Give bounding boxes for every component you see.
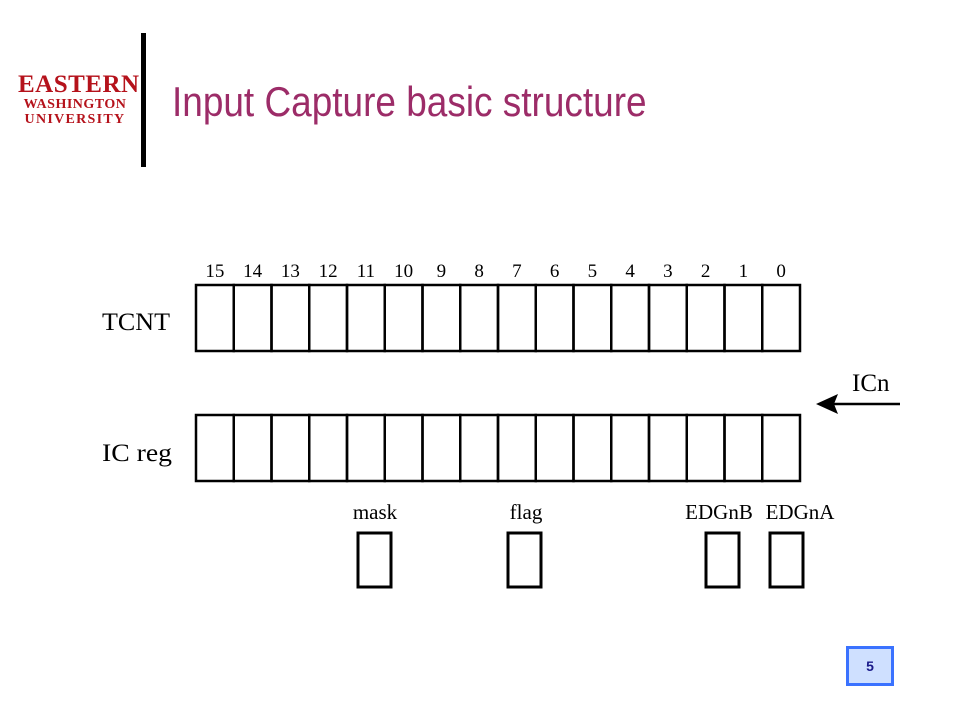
icreg-bit-15 (194, 413, 235, 483)
tcnt-bit-5 (572, 283, 613, 353)
bit-number-9: 9 (437, 261, 447, 282)
icreg-bit-11 (345, 413, 386, 483)
tcnt-bit-10 (383, 283, 424, 353)
bit-number-1: 1 (739, 261, 749, 282)
slide-title: Input Capture basic structure (172, 78, 647, 125)
edgnb-label: EDGnB (685, 500, 753, 524)
bit-number-7: 7 (512, 261, 522, 282)
bit-number-14: 14 (243, 261, 263, 282)
icreg-bit-3 (647, 413, 688, 483)
icreg-bit-7 (496, 413, 537, 483)
bit-number-2: 2 (701, 261, 711, 282)
icreg-bit-6 (534, 413, 575, 483)
bit-number-13: 13 (281, 261, 300, 282)
bit-number-5: 5 (588, 261, 598, 282)
tcnt-bit-7 (496, 283, 537, 353)
bit-number-3: 3 (663, 261, 673, 282)
bit-number-11: 11 (357, 261, 375, 282)
icreg-bit-13 (270, 413, 311, 483)
tcnt-bit-8 (459, 283, 500, 353)
icreg-bit-14 (232, 413, 273, 483)
bit-number-10: 10 (394, 261, 413, 282)
ic-register (194, 413, 802, 483)
tcnt-bit-0 (761, 283, 802, 353)
icreg-bit-8 (459, 413, 500, 483)
bit-number-6: 6 (550, 261, 560, 282)
tcnt-bit-14 (232, 283, 273, 353)
tcnt-bit-15 (194, 283, 235, 353)
flag-label: flag (510, 500, 543, 524)
icreg-bit-1 (723, 413, 764, 483)
icreg-bit-4 (610, 413, 651, 483)
tcnt-register (194, 283, 802, 353)
bit-number-12: 12 (319, 261, 338, 282)
ic-reg-label: IC reg (102, 440, 173, 467)
bit-number-8: 8 (474, 261, 484, 282)
tcnt-bit-13 (270, 283, 311, 353)
icn-input-arrow (816, 394, 900, 414)
logo-line-1: EASTERN (18, 71, 140, 98)
icreg-bit-12 (308, 413, 349, 483)
edgnb-bit-box (704, 531, 741, 589)
logo-line-3: UNIVERSITY (24, 112, 126, 127)
page-number-badge: 5 (846, 646, 894, 686)
icreg-bit-9 (421, 413, 462, 483)
eastern-washington-university-logo: EASTERN WASHINGTON UNIVERSITY (18, 71, 140, 127)
bit-number-0: 0 (776, 261, 786, 282)
tcnt-bit-2 (685, 283, 726, 353)
tcnt-bit-1 (723, 283, 764, 353)
icreg-bit-2 (685, 413, 726, 483)
icreg-bit-0 (761, 413, 802, 483)
tcnt-bit-12 (308, 283, 349, 353)
title-divider (141, 33, 146, 167)
logo-line-2: WASHINGTON (23, 97, 127, 112)
tcnt-bit-9 (421, 283, 462, 353)
tcnt-bit-11 (345, 283, 386, 353)
tcnt-bit-4 (610, 283, 651, 353)
mask-label: mask (353, 500, 398, 524)
bit-number-15: 15 (205, 261, 224, 282)
flag-bit-box (506, 531, 543, 589)
tcnt-bit-6 (534, 283, 575, 353)
icreg-bit-5 (572, 413, 613, 483)
icreg-bit-10 (383, 413, 424, 483)
edgna-bit-box (768, 531, 805, 589)
bit-number-4: 4 (625, 261, 635, 282)
tcnt-bit-3 (647, 283, 688, 353)
icn-label: ICn (852, 370, 890, 397)
edgna-label: EDGnA (766, 500, 836, 524)
mask-bit-box (356, 531, 393, 589)
tcnt-label: TCNT (102, 309, 170, 336)
